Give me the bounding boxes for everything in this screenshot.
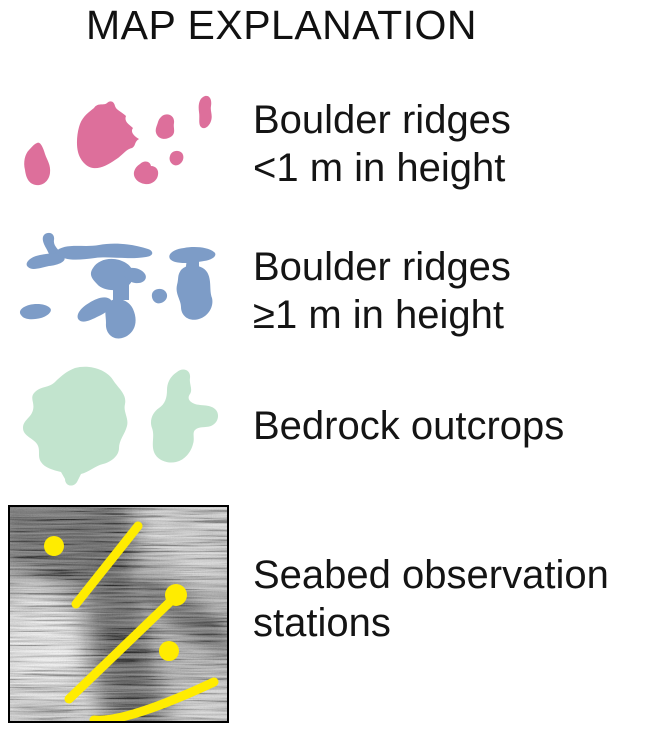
blue-patches	[19, 232, 216, 339]
pink-patches	[24, 95, 212, 186]
station-line-icon	[71, 521, 143, 609]
label-line: Boulder ridges	[253, 98, 511, 142]
sonar-image-canvas	[10, 507, 227, 721]
station-dot-icon	[159, 641, 179, 661]
seabed-sonar-image	[8, 505, 229, 723]
legend-label-boulder-ridges-small: Boulder ridges <1 m in height	[253, 96, 511, 192]
station-dot-icon	[44, 536, 64, 556]
station-line-icon	[89, 677, 219, 721]
legend-label-bedrock-outcrops: Bedrock outcrops	[253, 402, 564, 450]
label-line: Boulder ridges	[253, 245, 511, 289]
label-line: <1 m in height	[253, 146, 506, 190]
boulder-ridges-small-swatch-icon	[24, 95, 212, 186]
legend-label-seabed-observation-stations: Seabed observation stations	[253, 551, 609, 647]
boulder-ridges-large-swatch-icon	[19, 232, 216, 339]
bedrock-outcrops-swatch-icon	[23, 366, 219, 486]
legend-label-boulder-ridges-large: Boulder ridges ≥1 m in height	[253, 243, 511, 339]
station-line-icon	[64, 594, 178, 704]
label-line: Bedrock outcrops	[253, 404, 565, 448]
green-patches	[23, 366, 219, 486]
station-tracks	[64, 521, 219, 721]
label-line: Seabed observation	[253, 553, 609, 597]
label-line: stations	[253, 601, 391, 645]
page-title: MAP EXPLANATION	[86, 2, 478, 48]
label-line: ≥1 m in height	[253, 293, 504, 337]
